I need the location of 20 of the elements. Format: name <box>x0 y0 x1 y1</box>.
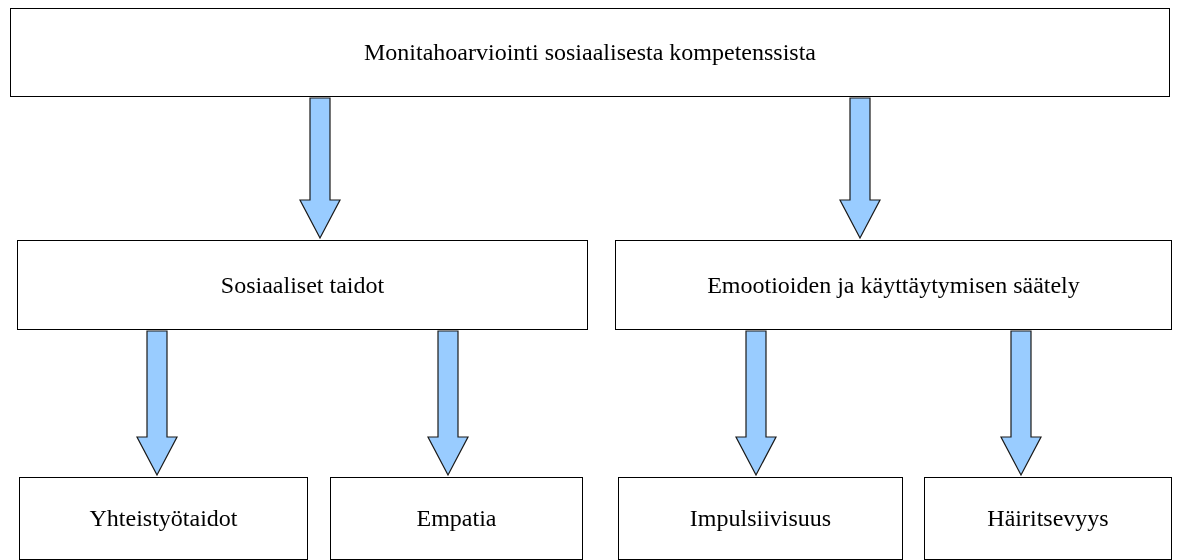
block-arrow <box>1000 330 1042 477</box>
block-arrow <box>735 330 777 477</box>
text-box <box>19 477 308 560</box>
block-arrow <box>136 330 178 477</box>
text-box <box>924 477 1172 560</box>
block-arrow <box>299 97 341 240</box>
box-label: Monitahoarviointi sosiaalisesta kompetenssista <box>364 39 816 66</box>
text-box <box>330 477 583 560</box>
block-arrow <box>839 97 881 240</box>
block-arrow <box>427 330 469 477</box>
box-label: Impulsiivisuus <box>689 505 832 532</box>
box-label: Häiritsevyys <box>987 505 1109 532</box>
text-box <box>618 477 903 560</box>
box-label: Emootioiden ja käyttäytymisen säätely <box>707 271 1080 299</box>
text-box <box>17 240 588 330</box>
box-label: Yhteistyötaidot <box>89 505 238 532</box>
text-box <box>615 240 1172 330</box>
text-box <box>10 8 1170 97</box>
box-label: Sosiaaliset taidot <box>220 271 385 299</box>
box-label: Empatia <box>416 505 497 532</box>
